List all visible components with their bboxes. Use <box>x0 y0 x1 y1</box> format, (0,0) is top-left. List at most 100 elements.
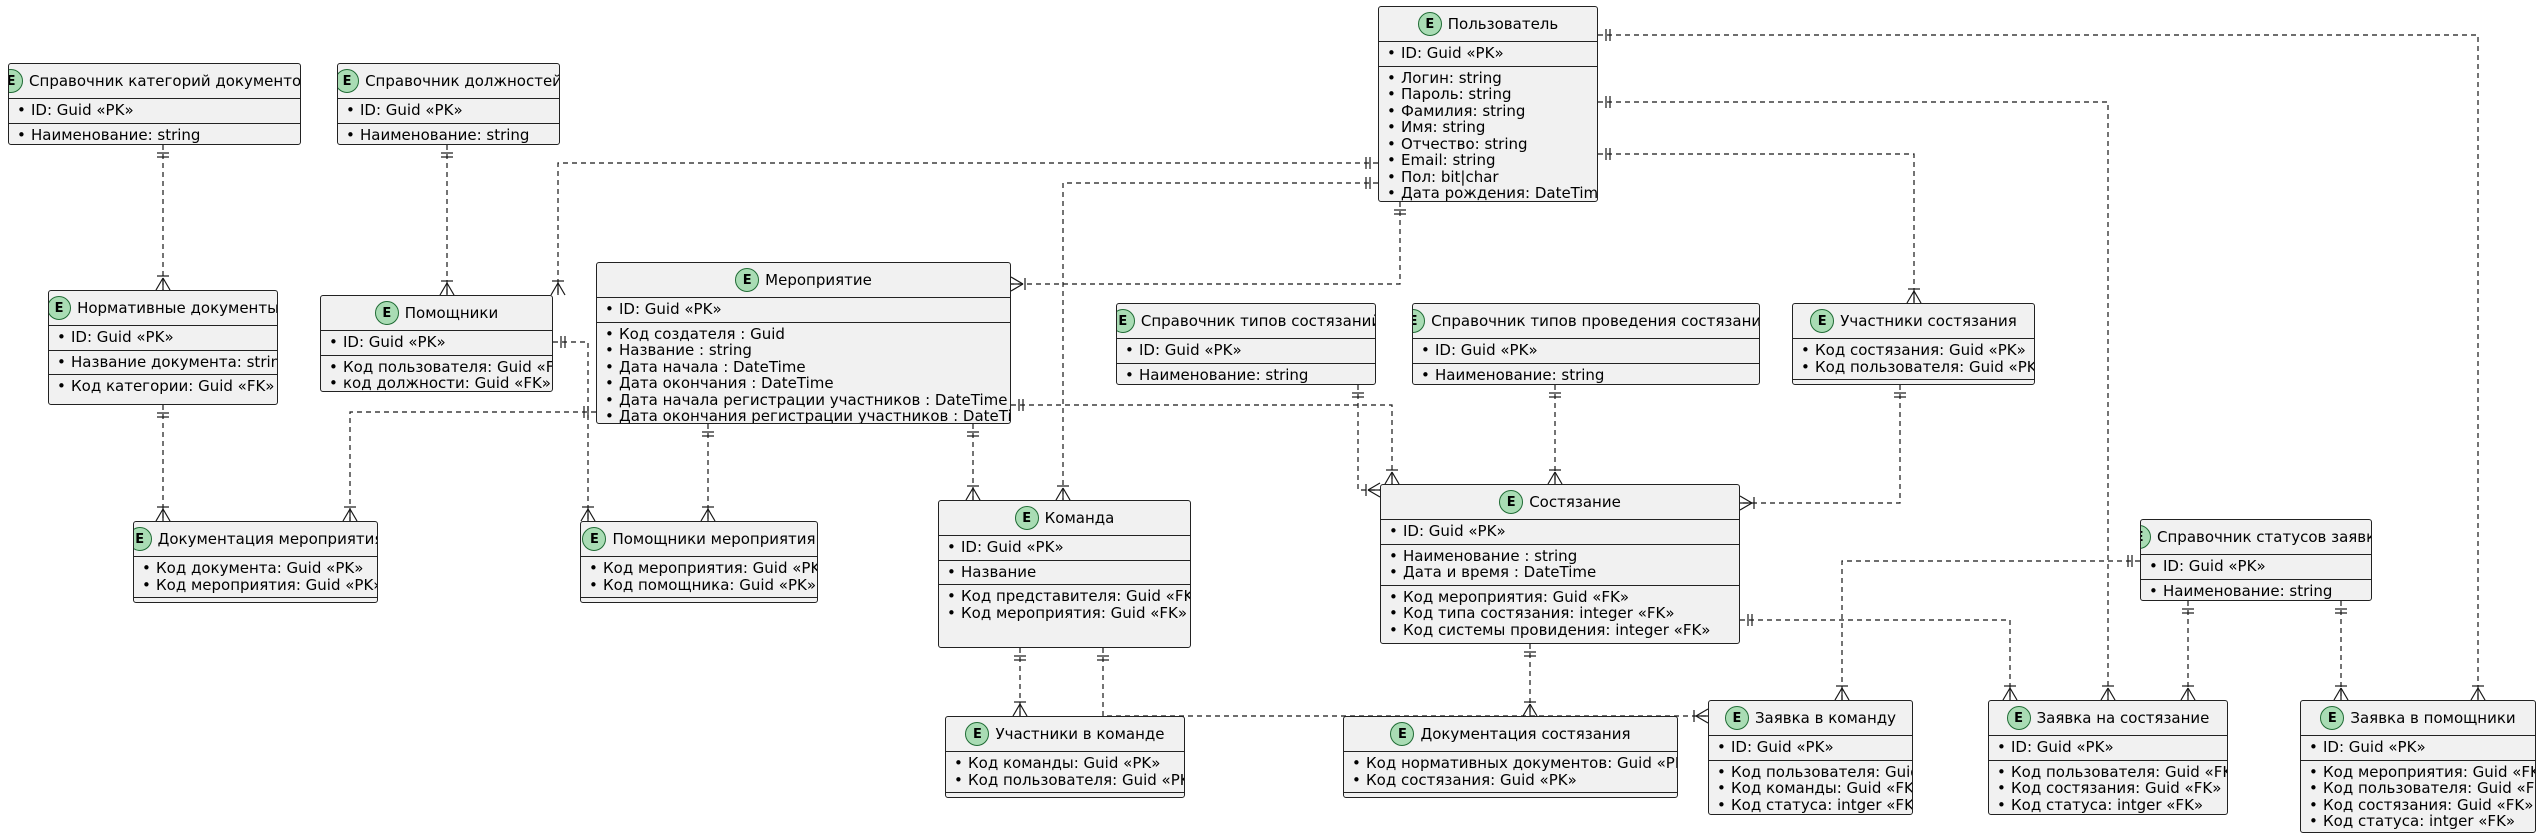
entity-icon: E <box>49 296 72 320</box>
entity-attribute: •код должности: Guid «FK» <box>329 375 551 391</box>
entity-attribute: •ID: Guid «PK» <box>1997 739 2219 756</box>
entity-attribute: •Пол: bit|char <box>1387 167 1589 186</box>
required-marker-icon: • <box>1801 357 1810 376</box>
entity-attribute: •Код мероприятия: Guid «PK» <box>589 559 817 577</box>
required-marker-icon: • <box>329 357 338 376</box>
required-marker-icon: • <box>1717 779 1726 797</box>
entity-attribute: •Код состязания: Guid «FK» <box>2309 796 2533 814</box>
attribute-text: Наименование: string <box>31 125 201 144</box>
rel-uchsost-sost <box>1739 385 1906 511</box>
rel-pol-uch-sost <box>1598 148 1922 304</box>
attribute-text: ID: Guid «PK» <box>360 101 463 119</box>
rel-mer-kom <box>965 424 981 501</box>
entity-attribute: •Логин: string <box>1387 68 1589 87</box>
entity-section: •Код категории: Guid «FK» <box>49 374 277 399</box>
required-marker-icon: • <box>1387 167 1396 186</box>
attribute-text: Код пользователя: Guid «FK» <box>1731 762 1912 781</box>
required-marker-icon: • <box>2149 581 2158 600</box>
attribute-text: Код статуса: intger «FK» <box>2011 795 2204 814</box>
rel-sprtip-sost <box>1352 385 1381 498</box>
attribute-text: ID: Guid «PK» <box>343 333 446 351</box>
required-marker-icon: • <box>1389 546 1398 565</box>
entity-icon: E <box>338 69 360 93</box>
required-marker-icon: • <box>142 559 151 577</box>
entity-section: •Наименование: string <box>9 122 300 145</box>
entity-section: •Наименование: string <box>1413 362 1759 385</box>
entity-icon: E <box>374 301 399 325</box>
required-marker-icon: • <box>589 559 598 577</box>
entity-attribute: •ID: Guid «PK» <box>329 334 544 351</box>
required-marker-icon: • <box>605 357 614 376</box>
rel-sost-doksost <box>1522 644 1538 717</box>
entity-attribute: •Код пользователя: Guid «PK» <box>1801 357 2034 376</box>
entity-attribute: •Дата и время : DateTime <box>1389 564 1731 581</box>
entity-section: •Код пользователя: Guid «FK»•Код команды… <box>1709 759 1912 815</box>
entity-attribute: •Дата начала регистрации участников : Da… <box>605 391 1007 409</box>
attribute-text: Код мероприятия: Guid «FK» <box>1403 587 1630 606</box>
entity-section: •ID: Guid «PK» <box>49 325 277 350</box>
entity-attribute: •Название : string <box>605 342 1002 359</box>
required-marker-icon: • <box>1389 522 1398 540</box>
attribute-text: Код мероприятия: Guid «FK» <box>2323 762 2536 781</box>
entity-section: •Код создателя : Guid•Название : string•… <box>597 321 1011 424</box>
entity-section: •Логин: string•Пароль: string•Фамилия: s… <box>1379 65 1597 201</box>
required-marker-icon: • <box>1387 134 1396 153</box>
rel-sprdol-pom <box>439 145 455 296</box>
attribute-text: Дата и время : DateTime <box>1403 563 1597 581</box>
required-marker-icon: • <box>2309 738 2318 756</box>
entity-attribute: •Код пользователя: Guid «FK» <box>2309 780 2535 797</box>
entity-section: •Код нормативных документов: Guid «PK»•К… <box>1344 751 1677 792</box>
rel-pol-mer <box>1010 202 1406 292</box>
attribute-text: Наименование: string <box>1139 365 1309 384</box>
attribute-text: Код статуса: intger «FK» <box>2323 812 2516 830</box>
entity-attribute: •Наименование : string <box>1389 546 1731 565</box>
rel-sprprov-sost <box>1547 385 1563 485</box>
entity-attribute: •Наименование: string <box>1125 365 1367 384</box>
attribute-text: Отчество: string <box>1401 134 1528 153</box>
entity-attribute: •Код создателя : Guid <box>605 325 1002 343</box>
entity-attribute: •Наименование: string <box>346 126 551 144</box>
required-marker-icon: • <box>1421 341 1430 359</box>
entity-attribute: •Дата начала : DateTime <box>605 357 1002 376</box>
attribute-text: Логин: string <box>1401 68 1502 87</box>
attribute-text: ID: Guid «PK» <box>619 300 722 318</box>
required-marker-icon: • <box>1421 365 1430 384</box>
entity-icon: E <box>2141 525 2152 549</box>
required-marker-icon: • <box>2309 812 2318 830</box>
attribute-text: Дата окончания регистрации участников : … <box>619 407 1011 424</box>
entity-attribute: •Код пользователя: Guid «FK» <box>329 357 552 376</box>
entity-attribute: •Фамилия: string <box>1387 102 1589 120</box>
entity-section: •Наименование : string•Дата и время : Da… <box>1381 543 1739 585</box>
entity-name: Документация состязания <box>1420 725 1631 743</box>
entity-attribute: •ID: Guid «PK» <box>1421 342 1751 359</box>
entity-icon: E <box>2320 706 2345 730</box>
required-marker-icon: • <box>1717 738 1726 756</box>
entity-attribute: •Код состязания: Guid «FK» <box>1997 780 2221 797</box>
